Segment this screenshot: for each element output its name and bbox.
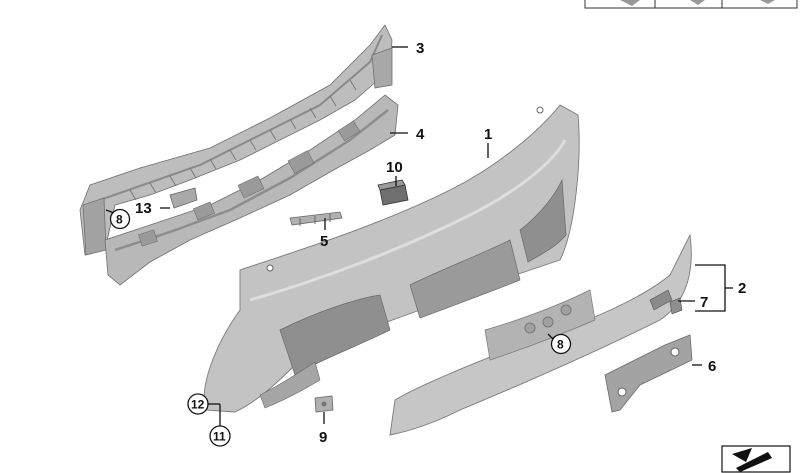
svg-text:12: 12 xyxy=(191,398,205,412)
part-plate-bracket-6 xyxy=(604,334,693,413)
callout-3[interactable]: 3 xyxy=(416,40,424,57)
navigation-arrow-icon[interactable] xyxy=(721,445,791,473)
callout-6[interactable]: 6 xyxy=(708,358,716,375)
svg-text:8: 8 xyxy=(557,338,564,352)
part-lower-trim xyxy=(389,233,692,436)
part-clip-9 xyxy=(314,395,334,413)
callout-8a[interactable]: 8 xyxy=(109,208,131,230)
callout-9[interactable]: 9 xyxy=(319,429,327,446)
callout-11[interactable]: 11 xyxy=(209,425,231,447)
part-bumper-trim xyxy=(203,104,580,413)
callout-5[interactable]: 5 xyxy=(320,233,328,250)
callout-8b[interactable]: 8 xyxy=(550,333,572,355)
part-clip-13 xyxy=(169,187,198,209)
callout-10[interactable]: 10 xyxy=(386,159,403,176)
svg-text:8: 8 xyxy=(116,213,123,227)
callout-4[interactable]: 4 xyxy=(416,126,425,143)
part-cap-7 xyxy=(669,297,683,315)
thumbnail-strip[interactable] xyxy=(584,0,798,9)
callout-13[interactable]: 13 xyxy=(135,200,152,217)
part-carrier xyxy=(104,94,399,286)
callouts: 3 4 1 2 7 6 13 5 10 9 8 8 12 11 xyxy=(109,40,746,447)
part-sensor-10 xyxy=(377,179,409,206)
callout-12[interactable]: 12 xyxy=(187,393,209,415)
callout-1[interactable]: 1 xyxy=(484,126,492,143)
part-bracket-5 xyxy=(289,211,343,226)
part-impact-absorber xyxy=(79,24,393,256)
callout-2[interactable]: 2 xyxy=(738,280,746,297)
svg-text:11: 11 xyxy=(213,430,226,444)
callout-7[interactable]: 7 xyxy=(700,294,708,311)
